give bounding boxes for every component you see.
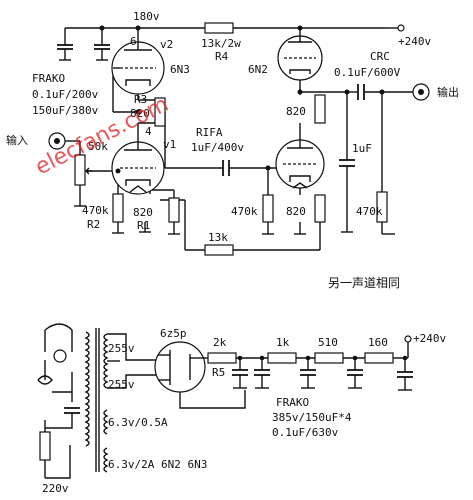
supply-top-label: +240v bbox=[398, 35, 431, 48]
frako-line1-label: 0.1uF/200v bbox=[32, 88, 99, 101]
frako-line2-label: 150uF/380v bbox=[32, 104, 99, 117]
cathode-upper-label: 820 bbox=[286, 105, 306, 118]
psu-resistor-1k bbox=[267, 352, 297, 364]
ground-symbols bbox=[74, 205, 353, 235]
rectifier-tube bbox=[154, 341, 206, 393]
psu-resistor-160 bbox=[364, 352, 394, 364]
rectifier-label: 6z5p bbox=[160, 327, 187, 340]
input-label: 输入 bbox=[6, 133, 28, 147]
crc-title-label: CRC bbox=[370, 50, 390, 63]
resistor-r3 bbox=[154, 97, 166, 127]
mains-label: 220v bbox=[42, 482, 69, 495]
psu-160-label: 160 bbox=[368, 336, 388, 349]
resistor-grid-470k bbox=[262, 194, 274, 223]
cathode-lower-label: 820 bbox=[286, 205, 306, 218]
crc-value-label: 0.1uF/600V bbox=[334, 66, 401, 79]
psu-frako-line2-label: 0.1uF/630v bbox=[272, 426, 339, 439]
r2-value-label: 470k bbox=[82, 204, 109, 217]
tube-v1-pin-label: 4 bbox=[145, 125, 152, 138]
tube-v1 bbox=[111, 141, 165, 195]
pot-value-label: 50k bbox=[88, 140, 108, 153]
psu-supply-terminal bbox=[404, 335, 412, 343]
psu-wiring bbox=[37, 323, 409, 479]
frako-title-label: FRAKO bbox=[32, 72, 65, 85]
r3-value-label: 820 bbox=[130, 107, 150, 120]
tube-6n3-label: 6N3 bbox=[170, 63, 190, 76]
resistor-r2 bbox=[112, 193, 124, 223]
grid-470k-right-label: 470k bbox=[356, 205, 383, 218]
psu-resistor-r5 bbox=[207, 352, 237, 364]
heater-a-label: 6.3v/0.5A bbox=[108, 416, 168, 429]
grid-470k-label: 470k bbox=[231, 205, 258, 218]
supply-mid-label: 180v bbox=[133, 10, 160, 23]
psu-supply-out-label: +240v bbox=[413, 332, 446, 345]
feedback-13k-label: 13k bbox=[208, 231, 228, 244]
filter-capacitors bbox=[57, 44, 110, 61]
rifa-title-label: RIFA bbox=[196, 126, 223, 139]
supply-terminal bbox=[397, 24, 405, 32]
r4-name-label: R4 bbox=[215, 50, 229, 63]
psu-510-label: 510 bbox=[318, 336, 338, 349]
heater-b-label: 6.3v/2A 6N2 6N3 bbox=[108, 458, 207, 471]
resistor-output-470k bbox=[376, 191, 388, 223]
psu-r5-value-label: 2k bbox=[213, 336, 227, 349]
rifa-value-label: 1uF/400v bbox=[191, 141, 244, 154]
r4-value-label: 13k/2w bbox=[201, 37, 241, 50]
capacitor-rifa bbox=[222, 160, 230, 176]
resistor-cathode-lower bbox=[314, 194, 326, 223]
resistor-r4 bbox=[204, 22, 234, 34]
tube-6n2-upper bbox=[277, 35, 323, 81]
tube-v2-label: v2 bbox=[160, 38, 173, 51]
potentiometer bbox=[74, 154, 86, 186]
tube-v1-label: v1 bbox=[163, 138, 176, 151]
psu-capacitors bbox=[232, 369, 413, 391]
tap-255-a-label: 255v bbox=[108, 342, 135, 355]
tube-v2-pin-label: 6 bbox=[130, 35, 137, 48]
resistor-feedback bbox=[204, 244, 234, 256]
tube-6n2-label: 6N2 bbox=[248, 63, 268, 76]
potentiometer-wiper bbox=[85, 167, 92, 175]
psu-frako-title-label: FRAKO bbox=[276, 396, 309, 409]
tube-v2 bbox=[111, 41, 165, 95]
r1-name-label: R1 bbox=[137, 219, 150, 232]
mains-fuse bbox=[39, 431, 51, 461]
r3-name-label: R3 bbox=[134, 93, 147, 106]
psu-junction-dots bbox=[237, 355, 408, 361]
resistor-r1 bbox=[168, 197, 180, 223]
resistor-cathode-upper bbox=[314, 94, 326, 124]
cap-1uf-label: 1uF bbox=[352, 142, 372, 155]
output-jack bbox=[412, 83, 430, 101]
channel-note: 另一声道相同 bbox=[328, 276, 400, 290]
output-label: 输出 bbox=[437, 85, 459, 99]
psu-resistor-510 bbox=[314, 352, 344, 364]
psu-frako-line1-label: 385v/150uF*4 bbox=[272, 411, 352, 424]
r1-value-label: 820 bbox=[133, 206, 153, 219]
junction-dots bbox=[99, 25, 385, 174]
capacitor-crc bbox=[357, 84, 365, 100]
capacitor-1uf bbox=[339, 159, 355, 167]
tube-6n2-lower bbox=[275, 139, 325, 189]
tap-255-b-label: 255v bbox=[108, 378, 135, 391]
psu-1k-label: 1k bbox=[276, 336, 290, 349]
psu-r5-name-label: R5 bbox=[212, 366, 225, 379]
input-jack bbox=[48, 132, 66, 150]
r2-name-label: R2 bbox=[87, 218, 100, 231]
